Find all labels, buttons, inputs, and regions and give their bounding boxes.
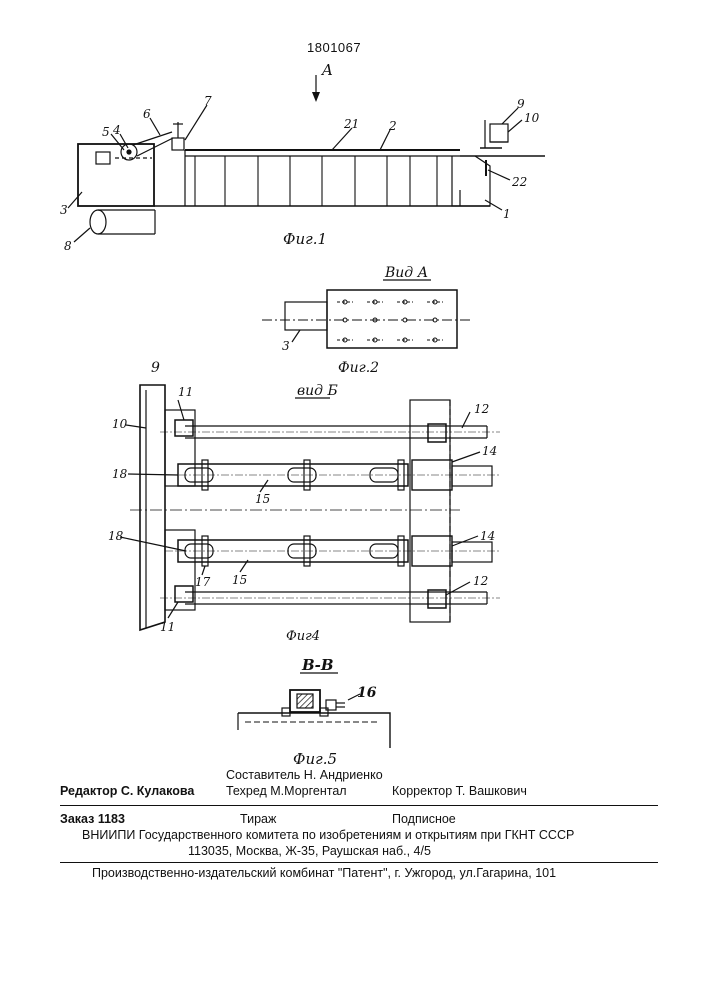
fig4-callout-18: 17: [195, 575, 211, 589]
fig1-callout-4: 4: [112, 123, 121, 137]
fig4-view-label: вид Б: [297, 383, 338, 399]
fig4-callout-12-bottom: 12: [473, 574, 488, 588]
imprint-divider-top: [60, 805, 658, 806]
imprint-techred: Техред М.Моргентал: [226, 784, 347, 798]
fig5-caption: Фиг.5: [293, 750, 337, 768]
fig1-callout-1: 1: [503, 207, 511, 221]
fig5-section-label: В-В: [301, 656, 334, 674]
imprint-org-line: ВНИИПИ Государственного комитета по изоб…: [82, 828, 574, 842]
fig1-view-arrow-label: A: [320, 61, 333, 79]
fig4-callout-14-top: 14: [482, 444, 497, 458]
imprint-plant-line: Производственно-издательский комбинат "П…: [92, 866, 556, 880]
fig2-caption: Фиг.2: [338, 360, 379, 376]
fig4-callout-11-bottom: 11: [160, 620, 175, 634]
imprint-divider-bottom: [60, 862, 658, 863]
imprint-editor: Редактор С. Кулакова: [60, 784, 194, 798]
fig4-callout-17-top: 18: [112, 467, 128, 481]
fig5-callout-16: 16: [357, 685, 377, 701]
figure-2: Вид А 3 Фиг.2: [262, 265, 470, 376]
fig4-caption: Фиг4: [286, 629, 320, 644]
fig1-callout-5: 5: [102, 125, 110, 139]
fig1-callout-3: 3: [60, 203, 68, 217]
figure-5: В-В 16 Фиг.5: [238, 656, 390, 768]
fig1-callout-7: 7: [204, 94, 212, 108]
fig4-callout-15-top: 15: [255, 492, 270, 506]
fig1-callout-9: 9: [517, 97, 525, 111]
fig4-callout-11-top: 11: [178, 385, 193, 399]
fig4-callout-10: 10: [112, 417, 128, 431]
fig4-callout-9: 9: [151, 360, 160, 376]
fig1-callout-2: 2: [388, 119, 397, 133]
imprint-compiler: Составитель Н. Андриенко: [226, 768, 383, 782]
fig1-callout-8: 8: [64, 239, 72, 253]
imprint-subscription: Подписное: [392, 812, 456, 826]
imprint-circulation: Тираж: [240, 812, 276, 826]
view-arrow-icon: [312, 92, 320, 102]
imprint-order: Заказ 1183: [60, 812, 125, 826]
fig1-callout-6: 6: [143, 107, 151, 121]
imprint-corrector: Корректор Т. Вашкович: [392, 784, 527, 798]
fig4-callout-12-top: 12: [474, 402, 489, 416]
fig2-callout-3: 3: [282, 339, 290, 353]
fig2-view-label: Вид А: [384, 265, 428, 281]
imprint-address-line: 113035, Москва, Ж-35, Раушская наб., 4/5: [188, 844, 431, 858]
fig4-callout-15-bottom: 15: [232, 573, 247, 587]
fig1-callout-10: 10: [524, 111, 540, 125]
fig1-callout-22: 22: [511, 175, 527, 189]
fig1-callout-21: 21: [343, 117, 359, 131]
figure-1: A: [60, 61, 545, 253]
fig1-caption: Фиг.1: [283, 230, 327, 248]
fig4-callout-17-bottom: 18: [108, 529, 124, 543]
drawing-figures: A: [0, 0, 707, 770]
fig4-callout-14-bottom: 14: [480, 529, 495, 543]
figure-4: вид Б: [108, 360, 500, 644]
